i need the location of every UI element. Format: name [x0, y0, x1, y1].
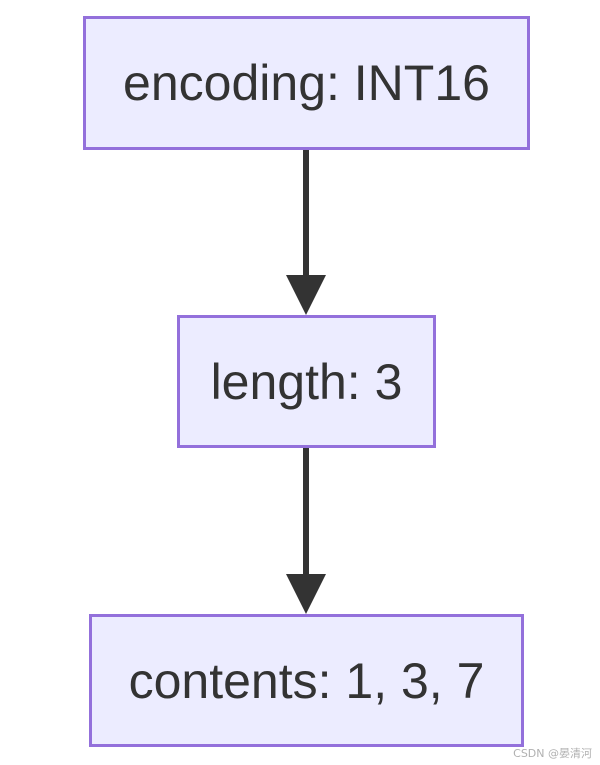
node-contents-label: contents: 1, 3, 7 [128, 652, 485, 709]
watermark: CSDN @晏清河 [513, 747, 592, 760]
node-length: length: 3 [177, 315, 436, 448]
node-encoding: encoding: INT16 [83, 16, 530, 150]
node-contents: contents: 1, 3, 7 [89, 614, 524, 747]
node-length-label: length: 3 [210, 353, 403, 410]
node-encoding-label: encoding: INT16 [123, 55, 490, 111]
arrowhead-icon [286, 574, 326, 614]
edge-length-to-contents [286, 448, 326, 614]
edge-encoding-to-length [286, 150, 326, 315]
arrowhead-icon [286, 275, 326, 315]
